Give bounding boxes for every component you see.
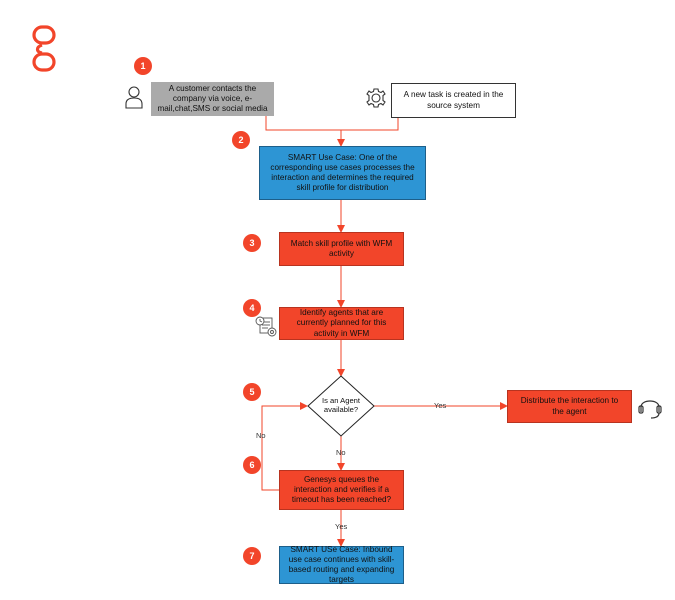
gear-icon bbox=[366, 88, 386, 108]
smart-inbound-box: SMART USe Case: Inbound use case continu… bbox=[279, 544, 404, 585]
step-badge-2: 2 bbox=[232, 131, 250, 149]
genesys-queues-box: Genesys queues the interaction and verif… bbox=[279, 470, 404, 510]
step-badge-1: 1 bbox=[134, 57, 152, 75]
step-badge-6: 6 bbox=[243, 456, 261, 474]
decision-diamond bbox=[307, 375, 375, 437]
genesys-queues-text: Genesys queues the interaction and verif… bbox=[291, 474, 392, 505]
smart-inbound-text: SMART USe Case: Inbound use case continu… bbox=[288, 544, 395, 585]
distribute-box: Distribute the interaction to the agent bbox=[507, 390, 632, 423]
match-skill-text: Match skill profile with WFM activity bbox=[290, 238, 393, 258]
smart-use-case-box: SMART Use Case: One of the corresponding… bbox=[259, 146, 426, 200]
person-icon bbox=[125, 86, 143, 109]
edge-label-no-loop: No bbox=[256, 431, 266, 440]
step-badge-5: 5 bbox=[243, 383, 261, 401]
distribute-text: Distribute the interaction to the agent bbox=[520, 396, 619, 416]
match-skill-box: Match skill profile with WFM activity bbox=[279, 232, 404, 266]
new-task-text: A new task is created in the source syst… bbox=[403, 90, 504, 110]
connector-customer bbox=[265, 116, 341, 131]
headset-icon bbox=[638, 400, 662, 419]
genesys-logo bbox=[32, 25, 56, 72]
edge-label-yes-distribute: Yes bbox=[434, 401, 447, 410]
new-task-box: A new task is created in the source syst… bbox=[391, 83, 516, 118]
smart-use-case-text: SMART Use Case: One of the corresponding… bbox=[270, 152, 415, 193]
edge-label-yes-down: Yes bbox=[335, 522, 348, 531]
schedule-document-icon bbox=[255, 316, 277, 337]
edge-label-no-down: No bbox=[336, 448, 346, 457]
identify-agents-box: Identify agents that are currently plann… bbox=[279, 307, 404, 340]
customer-contacts-text: A customer contacts the company via voic… bbox=[157, 83, 268, 114]
step-badge-4: 4 bbox=[243, 299, 261, 317]
step-badge-3: 3 bbox=[243, 234, 261, 252]
customer-contacts-box: A customer contacts the company via voic… bbox=[151, 82, 274, 116]
agent-available-text: Is an Agent available? bbox=[322, 395, 360, 414]
connector-task bbox=[337, 118, 399, 147]
identify-agents-text: Identify agents that are currently plann… bbox=[296, 308, 387, 338]
step-badge-7: 7 bbox=[243, 547, 261, 565]
connector-no-loop bbox=[261, 402, 308, 491]
